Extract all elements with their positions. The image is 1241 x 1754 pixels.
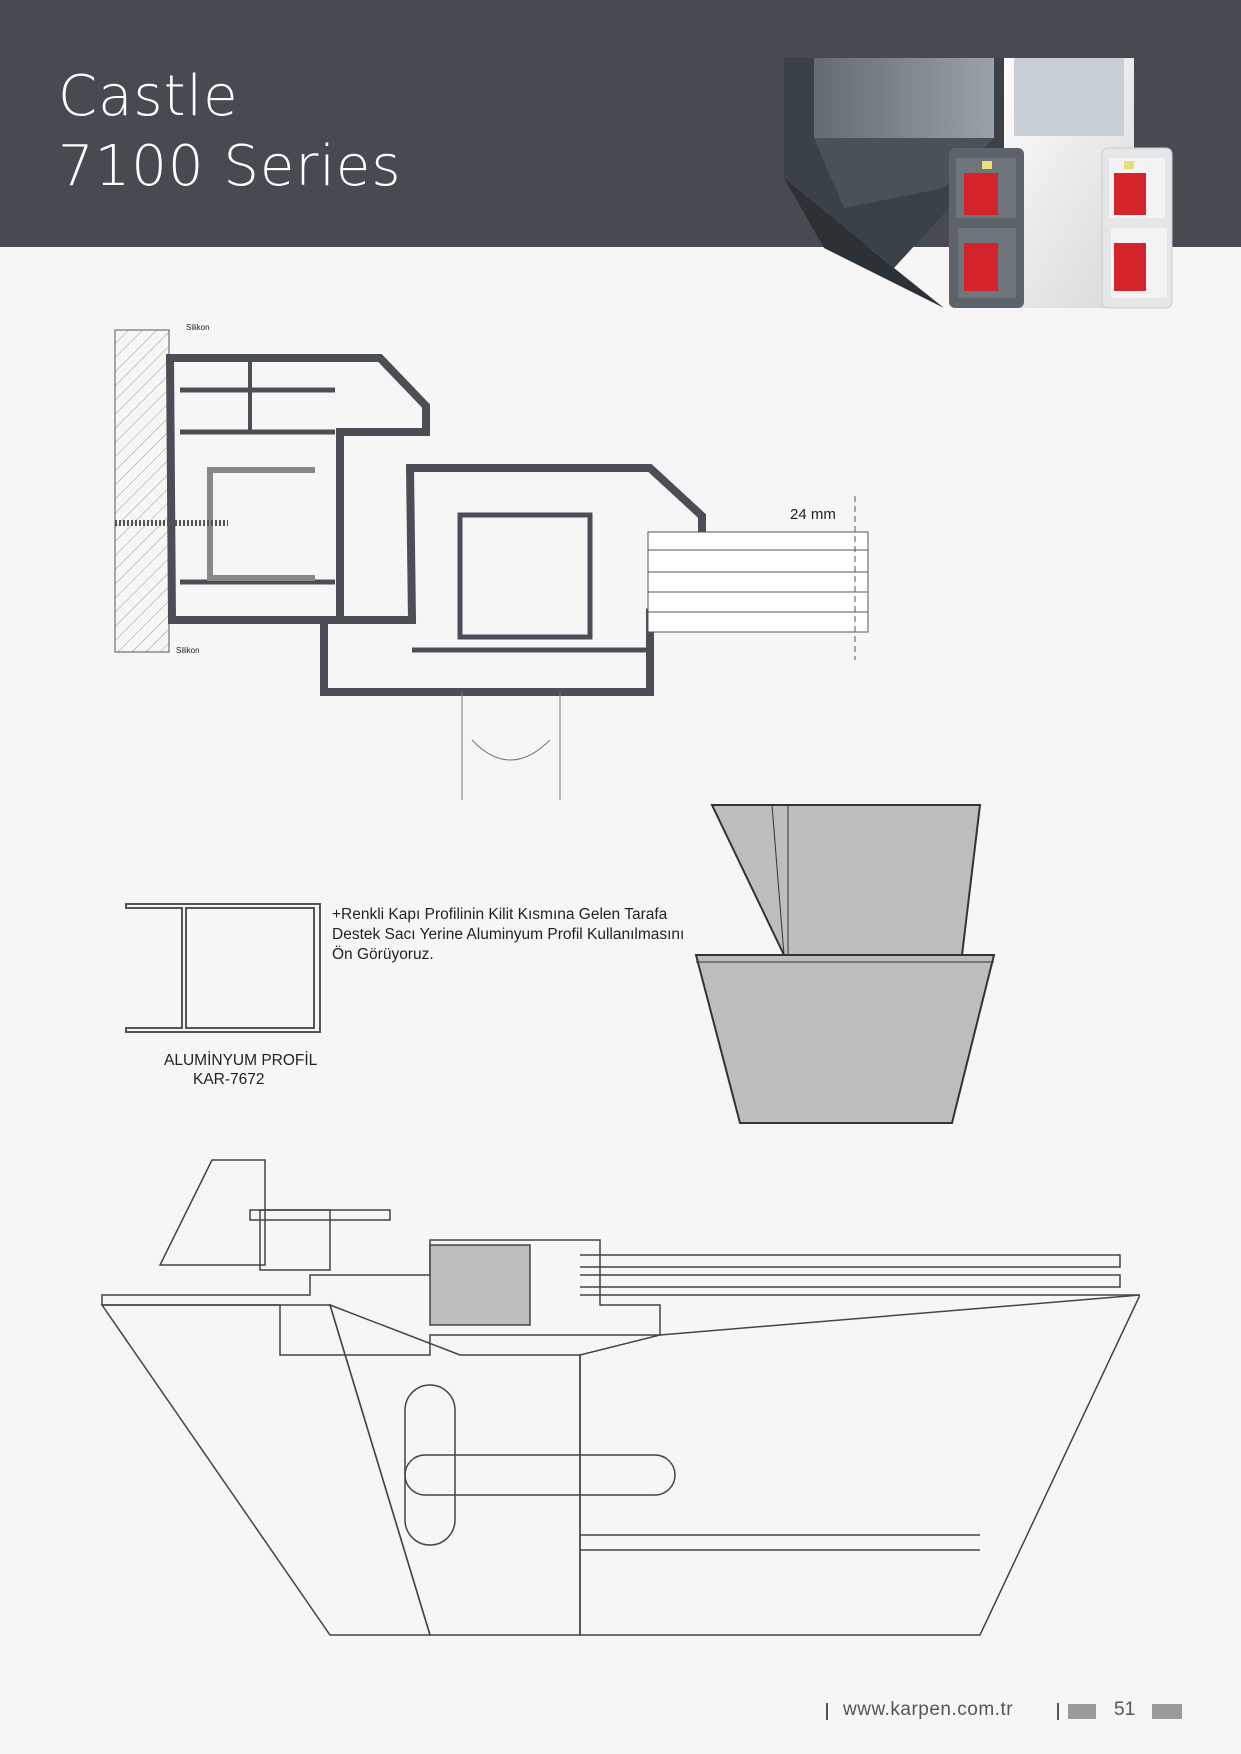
sealant-label-bottom: Silikon	[176, 646, 200, 655]
footer-website[interactable]: www.karpen.com.tr	[843, 1699, 1014, 1720]
glass-unit	[647, 531, 869, 633]
footer-block-right	[1152, 1704, 1182, 1719]
profile-note-line-1: +Renkli Kapı Profilinin Kilit Kısmına Ge…	[332, 906, 668, 923]
profile-name: ALUMİNYUM PROFİL	[164, 1052, 318, 1069]
wall-perspective	[158, 1159, 266, 1266]
grey-insert-perspective	[429, 1244, 531, 1326]
footer-divider-right	[1057, 1703, 1059, 1720]
window-corner-photo	[784, 58, 1173, 309]
dimension-label: 24 mm	[790, 506, 836, 523]
page-number: 51	[1114, 1699, 1136, 1720]
frame-perspective	[101, 1239, 661, 1356]
aluminium-profile-section	[125, 903, 321, 1033]
title-line-2: 7100 Series	[58, 134, 402, 199]
wall-section	[114, 329, 170, 653]
sash-profile	[320, 464, 706, 696]
profile-note-line-3: Ön Görüyoruz.	[332, 946, 434, 963]
perspective-section-drawing	[100, 1159, 1140, 1636]
profile-note-line-2: Destek Sacı Yerine Aluminyum Profil Kull…	[332, 926, 685, 943]
sealant-label-top: Silikon	[186, 323, 210, 332]
page-title: Castle 7100 Series	[58, 62, 402, 202]
frame-section-drawing	[114, 329, 869, 800]
profile-note: +Renkli Kapı Profilinin Kilit Kısmına Ge…	[332, 905, 732, 965]
footer-divider-left	[826, 1703, 828, 1720]
door-handle	[404, 1384, 456, 1546]
aluminium-insert	[457, 512, 593, 640]
title-line-1: Castle	[58, 64, 239, 129]
outer-frame-profile	[165, 354, 430, 624]
footer-block-left	[1068, 1704, 1096, 1719]
profile-code: KAR-7672	[193, 1071, 265, 1088]
steel-reinforcement	[207, 467, 315, 581]
glass-perspective	[580, 1254, 1140, 1296]
handle-section	[461, 692, 561, 800]
aluminium-profile-3d	[694, 804, 996, 1124]
